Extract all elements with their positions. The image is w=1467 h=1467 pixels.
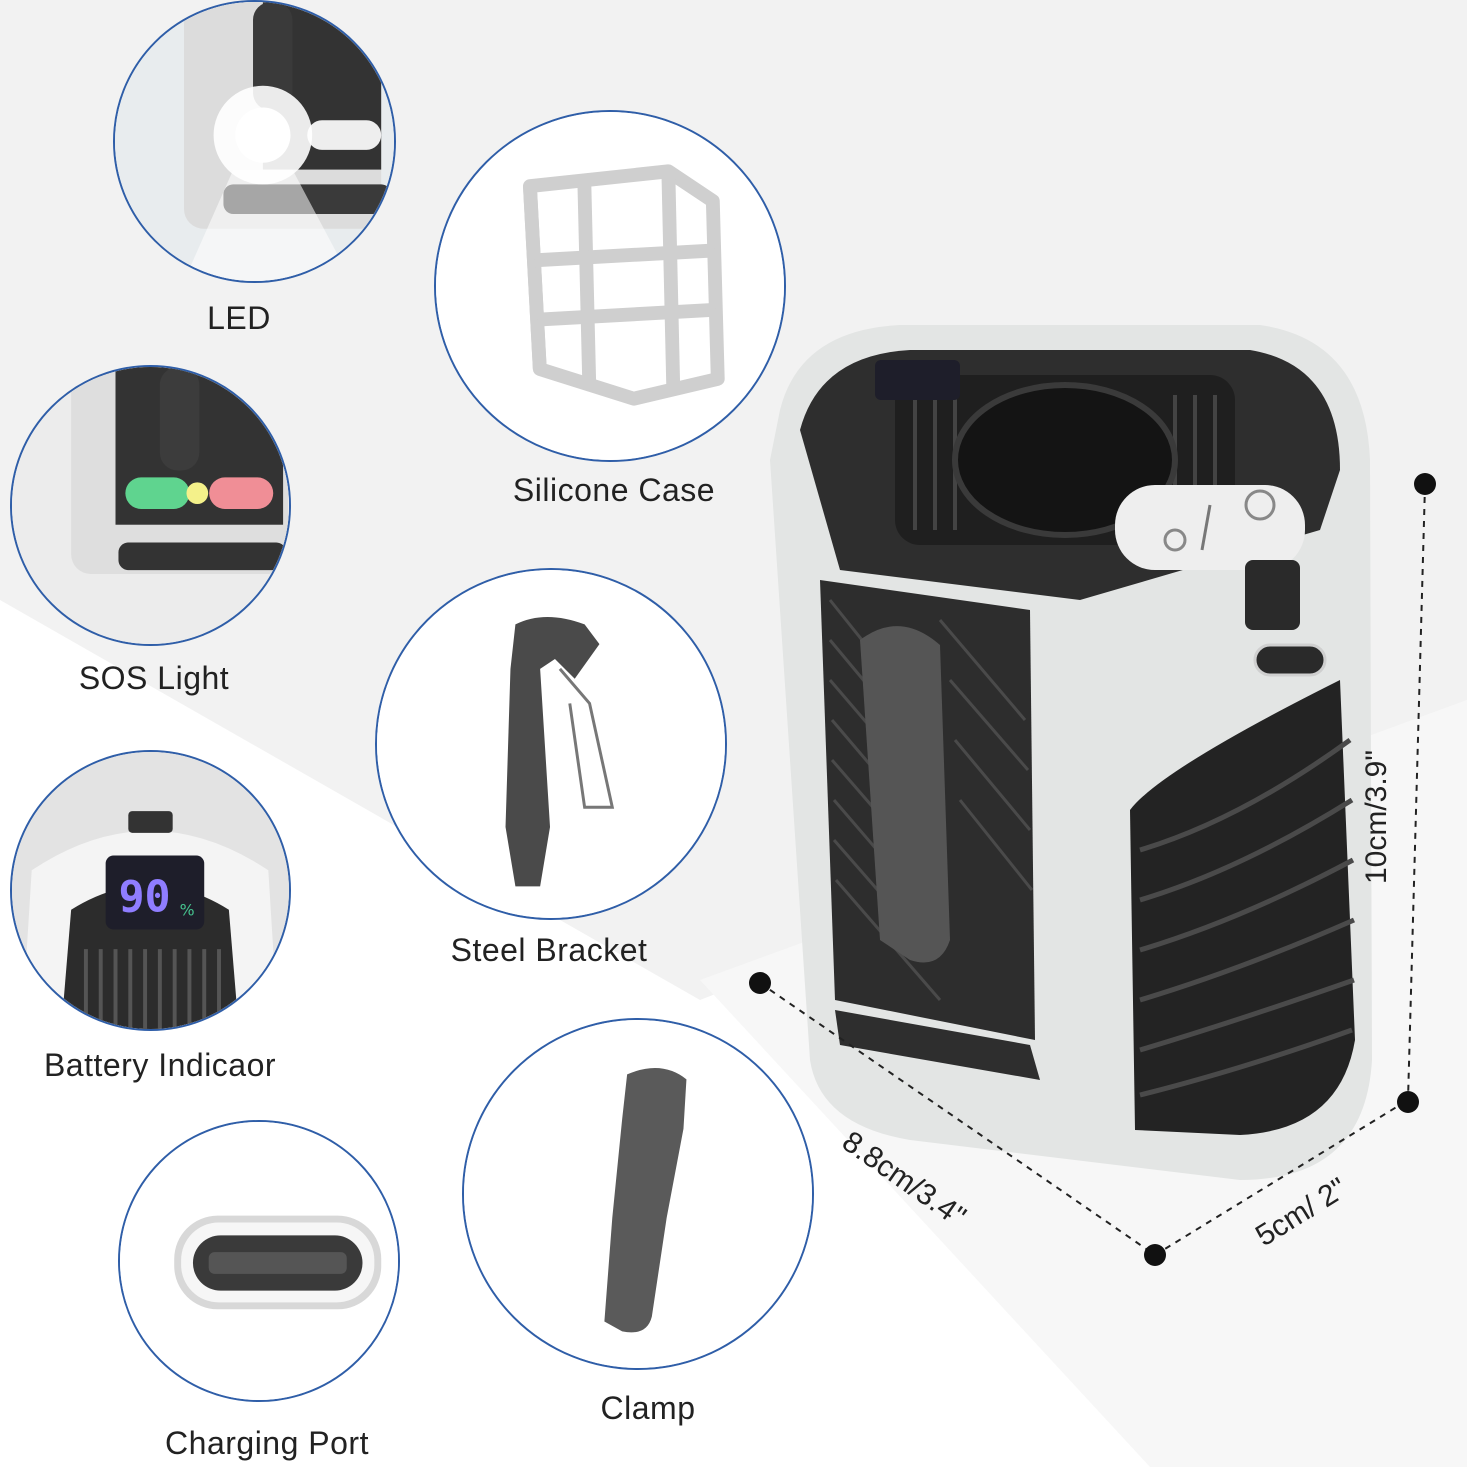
charging-port-circle [118, 1120, 400, 1402]
charging-port-label: Charging Port [165, 1425, 369, 1461]
sos-light-feature-circle [10, 365, 291, 646]
sos-light-label: SOS Light [78, 660, 230, 696]
battery-indicator-closeup-image: 90 % [12, 752, 289, 1029]
clamp-image [464, 1020, 812, 1368]
silicone-case-label: Silicone Case [512, 472, 716, 508]
silicone-case-circle [434, 110, 786, 462]
height-dimension-label: 10cm/3.9" [1360, 749, 1394, 885]
steel-bracket-circle [375, 568, 727, 920]
battery-indicator-label: Battery Indicaor [43, 1047, 277, 1083]
led-closeup-image [115, 2, 394, 281]
clamp-label: Clamp [600, 1390, 696, 1426]
led-feature-circle [113, 0, 396, 283]
battery-indicator-circle: 90 % [10, 750, 291, 1031]
clamp-circle [462, 1018, 814, 1370]
sos-light-closeup-image [12, 367, 289, 644]
battery-percent-unit: % [180, 901, 195, 920]
battery-percent-digits: 90 [118, 873, 170, 923]
steel-bracket-label: Steel Bracket [450, 932, 648, 968]
charging-port-closeup-image [120, 1122, 398, 1400]
led-label: LED [207, 300, 271, 336]
steel-bracket-image [377, 570, 725, 918]
neck-fan-product-image [770, 325, 1372, 1180]
silicone-case-image [436, 112, 784, 460]
